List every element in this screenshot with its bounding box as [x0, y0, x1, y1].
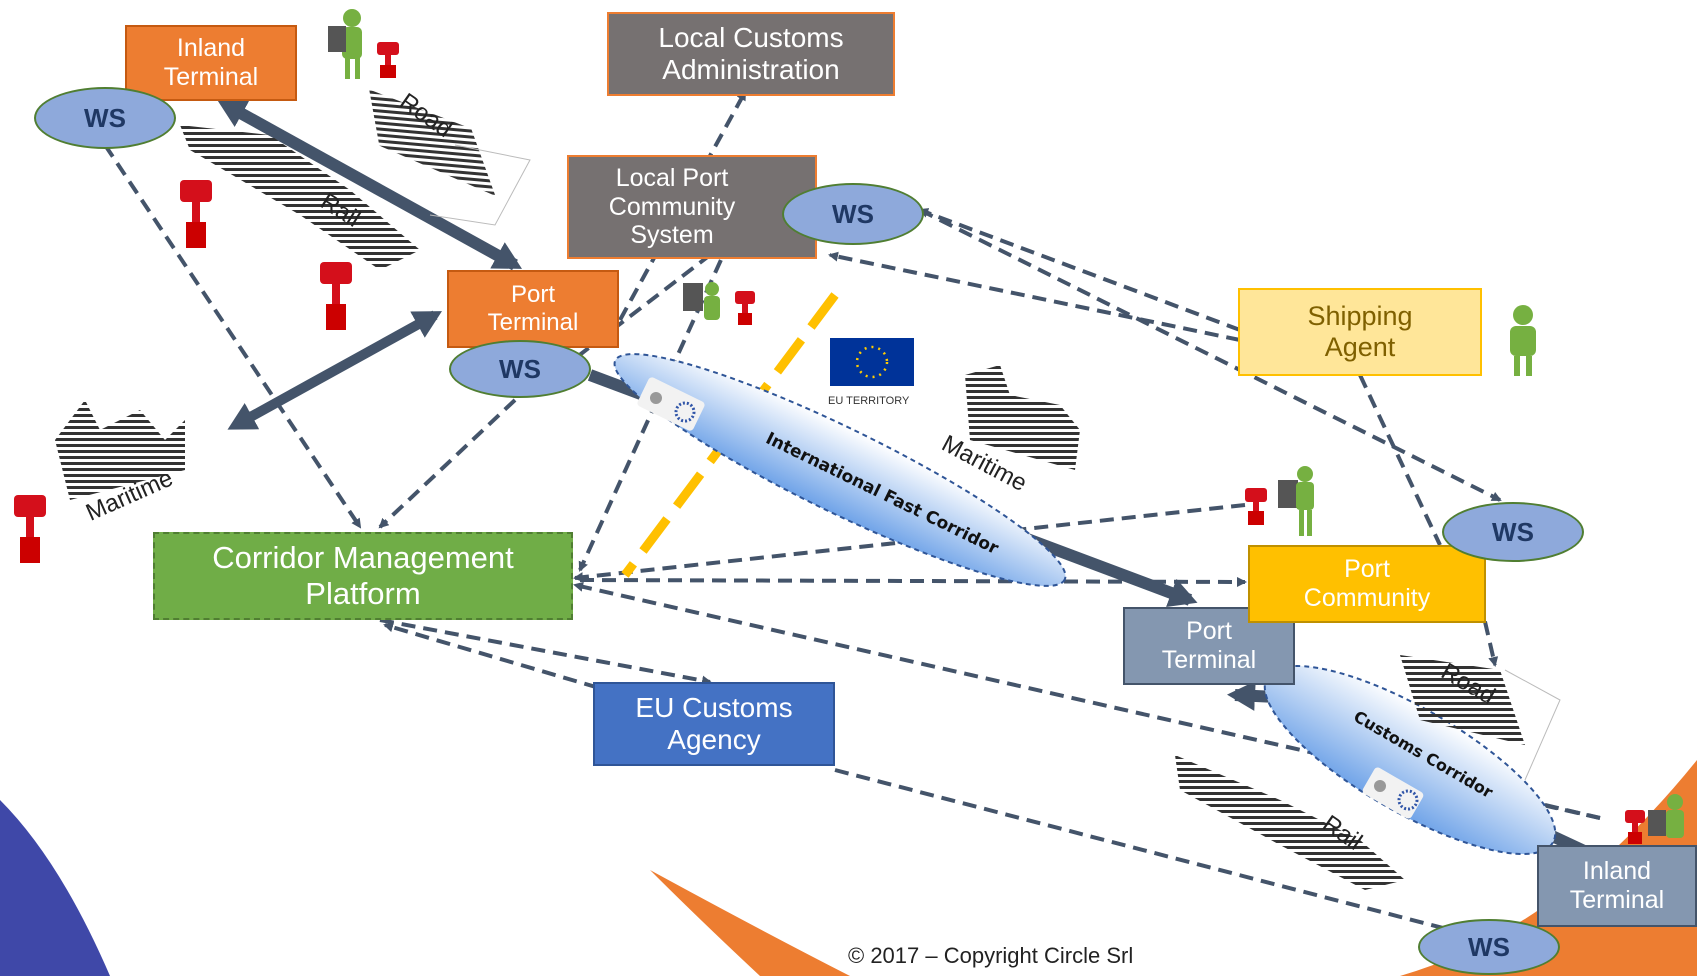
- truck-outline-left: [429, 144, 531, 226]
- port-terminal-right: Port Terminal: [1123, 607, 1295, 685]
- corridor-management-platform: Corridor Management Platform: [153, 532, 573, 620]
- eu-emblem-icon: [637, 377, 705, 431]
- ship-icon-right: [965, 365, 1080, 470]
- blue-swoosh: [0, 800, 110, 976]
- inland-ws-to-cmp: [103, 143, 362, 529]
- ws-port-community: WS: [1442, 502, 1584, 562]
- shipping-agent: Shipping Agent: [1238, 288, 1482, 376]
- eu-emblem-small-icon: [1362, 767, 1424, 819]
- inland-terminal-left-label: Inland Terminal: [163, 34, 259, 91]
- inland-port-rail-arrow: [217, 100, 522, 271]
- inland-terminal-left: Inland Terminal: [125, 25, 297, 101]
- orange-swoosh-center: [650, 870, 850, 976]
- ws-local-pcs: WS: [782, 183, 924, 245]
- sensor-icon: [320, 262, 352, 330]
- local-customs-label: Local Customs Administration: [658, 21, 844, 85]
- person-icon: [1510, 305, 1536, 376]
- port-terminal-right-label: Port Terminal: [1161, 617, 1257, 674]
- train-icon-right: [1175, 755, 1405, 890]
- shipping-agent-label: Shipping Agent: [1307, 300, 1413, 362]
- eu-customs-agency: EU Customs Agency: [593, 682, 835, 766]
- truck-icon-left: [369, 89, 496, 196]
- corridor-management-label: Corridor Management Platform: [212, 540, 514, 611]
- international-fast-corridor: [613, 353, 1067, 587]
- cmp-to-pc: [579, 576, 1247, 587]
- eu-customs-label: EU Customs Agency: [635, 691, 793, 755]
- agent-to-pcs-ws: [918, 208, 1241, 332]
- ws-label: WS: [1468, 931, 1510, 962]
- sensor-icon: [1625, 810, 1645, 844]
- eu-flag-icon: [830, 338, 914, 386]
- port-community: Port Community: [1248, 545, 1486, 623]
- ws-port-terminal-left: WS: [449, 340, 591, 398]
- port-community-label: Port Community: [1303, 555, 1431, 612]
- ws-label: WS: [84, 102, 126, 133]
- port-ws-to-cmp: [378, 398, 517, 529]
- ws-inland-left: WS: [34, 87, 176, 149]
- port-terminal-left: Port Terminal: [447, 270, 619, 348]
- person-icon: [1648, 794, 1684, 838]
- train-icon-left: [180, 125, 420, 270]
- pcs-to-pc-ws: [919, 208, 1502, 502]
- ws-label: WS: [499, 353, 541, 384]
- ws-inland-right: WS: [1418, 919, 1560, 975]
- truck-outline-right: [1504, 669, 1561, 781]
- sensor-icon: [735, 291, 755, 325]
- port-terminal-left-label: Port Terminal: [487, 281, 579, 336]
- ship-icon-left: [55, 400, 185, 500]
- ws-label: WS: [1492, 516, 1534, 547]
- inland-terminal-right-label: Inland Terminal: [1569, 857, 1665, 914]
- sensor-icon: [1245, 488, 1267, 525]
- eu-territory-caption: EU TERRITORY: [828, 395, 910, 407]
- customs-corridor-to-inland: [1544, 803, 1601, 820]
- person-icon: [328, 9, 362, 79]
- inland-terminal-right: Inland Terminal: [1537, 845, 1697, 927]
- ws-label: WS: [832, 198, 874, 229]
- person-icon: [683, 282, 720, 320]
- copyright-notice: © 2017 – Copyright Circle Srl: [848, 943, 1134, 968]
- port-to-pcs: [558, 253, 712, 372]
- cmp-to-eu-customs: [379, 618, 712, 686]
- sensor-icon: [377, 42, 399, 78]
- truck-icon-right: [1400, 655, 1525, 745]
- sensor-icon: [180, 180, 212, 248]
- agent-to-pc: [1358, 374, 1442, 546]
- local-customs-administration: Local Customs Administration: [607, 12, 895, 96]
- agent-to-pcs: [828, 251, 1241, 342]
- person-icon: [1278, 466, 1314, 536]
- local-pcs-label: Local Port Community System: [608, 163, 736, 250]
- local-port-community-system: Local Port Community System: [567, 155, 817, 259]
- sensor-icon: [14, 495, 46, 563]
